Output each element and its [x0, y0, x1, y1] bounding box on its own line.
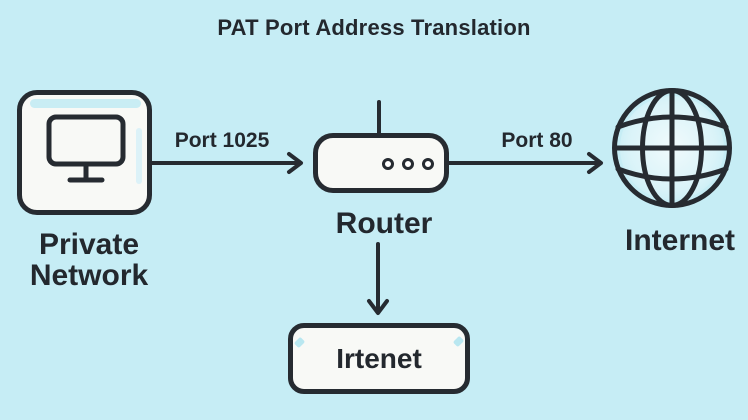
edge-label-port-80: Port 80 — [501, 129, 573, 152]
internet-label: Internet — [624, 224, 735, 257]
arrow-router-to-intranet — [367, 242, 389, 315]
arrow-router-to-internet — [447, 152, 603, 174]
intranet-label: Irtenet — [336, 342, 422, 374]
router-led-dot — [402, 158, 414, 170]
router-label: Router — [335, 207, 433, 240]
router-node — [313, 133, 449, 193]
monitor-icon — [46, 114, 126, 183]
globe-icon — [612, 88, 732, 208]
highlight-stroke — [136, 128, 142, 184]
router-led-dot — [382, 158, 394, 170]
router-led-dot — [422, 158, 434, 170]
intranet-node: Irtenet — [288, 323, 470, 394]
highlight-stroke — [30, 99, 141, 108]
router-antenna — [377, 100, 381, 136]
private-network-node — [17, 90, 152, 215]
diagram-title: PAT Port Address Translation — [217, 15, 531, 40]
private-network-label: Private Network — [29, 228, 149, 292]
arrow-private-to-router — [150, 152, 303, 174]
edge-label-port-1025: Port 1025 — [174, 129, 270, 152]
